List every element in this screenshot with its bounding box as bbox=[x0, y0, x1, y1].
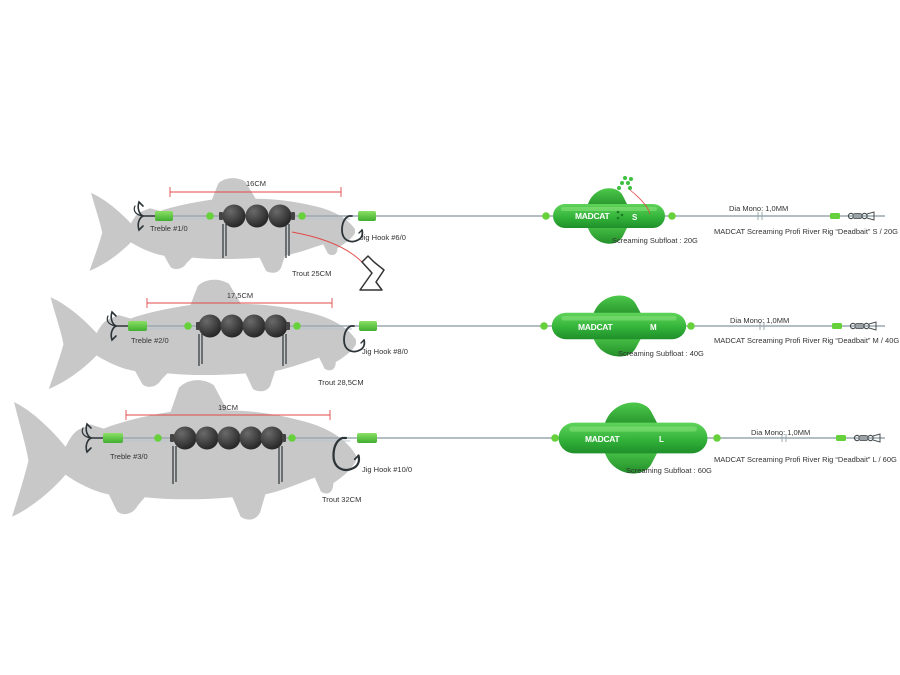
subfloat-s: MADCAT S bbox=[553, 188, 665, 244]
jig-sleeve bbox=[357, 433, 377, 443]
green-bead bbox=[154, 434, 162, 442]
bait-pins bbox=[222, 224, 290, 258]
jig-sleeve bbox=[358, 211, 376, 221]
trout-label: Trout 32CM bbox=[322, 495, 361, 504]
trout-label: Trout 28,5CM bbox=[318, 378, 364, 387]
float-label: Screaming Subfloat : 40G bbox=[618, 349, 704, 358]
lead-weights bbox=[219, 204, 295, 228]
jig-label: Jig Hook #6/0 bbox=[360, 233, 406, 242]
float-logo: MADCAT bbox=[578, 322, 614, 332]
jig-sleeve bbox=[359, 321, 377, 331]
mono-label: Dia Mono: 1,0MM bbox=[729, 204, 788, 213]
treble-label: Treble #3/0 bbox=[110, 452, 148, 461]
treble-sleeve bbox=[155, 211, 173, 221]
treble-sleeve bbox=[128, 321, 147, 331]
rig-2: 17,5CM Treble #2/0 Trout 28,5CM Jig Hook… bbox=[48, 279, 899, 392]
green-bead bbox=[687, 322, 695, 330]
measure-label: 19CM bbox=[218, 403, 238, 412]
pointer-arrow bbox=[291, 231, 363, 263]
mono-label: Dia Mono: 1,0MM bbox=[751, 428, 810, 437]
rig-3: 19CM Treble #3/0 Trout 32CM Jig Hook #10… bbox=[11, 380, 897, 520]
green-bead bbox=[298, 212, 306, 220]
lead-weights bbox=[196, 314, 290, 338]
float-logo: MADCAT bbox=[575, 211, 611, 221]
green-bead bbox=[713, 434, 721, 442]
bait-pins bbox=[198, 334, 287, 366]
bait-pins bbox=[172, 446, 283, 484]
float-size-letter: S bbox=[632, 213, 638, 222]
float-label: Screaming Subfloat : 60G bbox=[626, 466, 712, 475]
green-bead bbox=[668, 212, 676, 220]
float-logo: MADCAT bbox=[585, 434, 621, 444]
green-bead bbox=[206, 212, 214, 220]
float-size-letter: M bbox=[650, 323, 657, 332]
measure-label: 16CM bbox=[246, 179, 266, 188]
measure-bracket bbox=[125, 410, 331, 420]
treble-label: Treble #1/0 bbox=[150, 224, 188, 233]
green-bead bbox=[293, 322, 301, 330]
mono-label: Dia Mono: 1,0MM bbox=[730, 316, 789, 325]
treble-sleeve bbox=[103, 433, 123, 443]
subfloat-m: MADCAT M bbox=[551, 295, 687, 357]
jig-label: Jig Hook #10/0 bbox=[362, 465, 412, 474]
trout-silhouette bbox=[11, 380, 356, 520]
measure-label: 17,5CM bbox=[227, 291, 253, 300]
green-bead bbox=[540, 322, 548, 330]
green-bead bbox=[551, 434, 559, 442]
bead-cluster-icon bbox=[617, 176, 651, 215]
rig-name: MADCAT Screaming Profi River Rig “Deadba… bbox=[714, 227, 898, 236]
crimp-sleeve bbox=[832, 323, 842, 329]
green-bead bbox=[542, 212, 550, 220]
trout-label: Trout 25CM bbox=[292, 269, 331, 278]
lead-weights bbox=[170, 426, 286, 450]
jig-label: Jig Hook #8/0 bbox=[362, 347, 408, 356]
green-bead bbox=[184, 322, 192, 330]
subfloat-l: MADCAT L bbox=[558, 402, 708, 474]
measure-bracket bbox=[146, 298, 333, 308]
float-size-letter: L bbox=[659, 435, 664, 444]
rig-1: 16CM Treble #1/0 Trout 25CM Jig Hook #6/… bbox=[89, 176, 898, 291]
green-bead bbox=[288, 434, 296, 442]
crimp-sleeve bbox=[836, 435, 846, 441]
bait-clip-icon bbox=[359, 255, 385, 291]
treble-label: Treble #2/0 bbox=[131, 336, 169, 345]
rig-name: MADCAT Screaming Profi River Rig “Deadba… bbox=[714, 336, 899, 345]
float-label: Screaming Subfloat : 20G bbox=[612, 236, 698, 245]
crimp-sleeve bbox=[830, 213, 840, 219]
measure-bracket bbox=[169, 187, 342, 197]
rig-name: MADCAT Screaming Profi River Rig “Deadba… bbox=[714, 455, 897, 464]
